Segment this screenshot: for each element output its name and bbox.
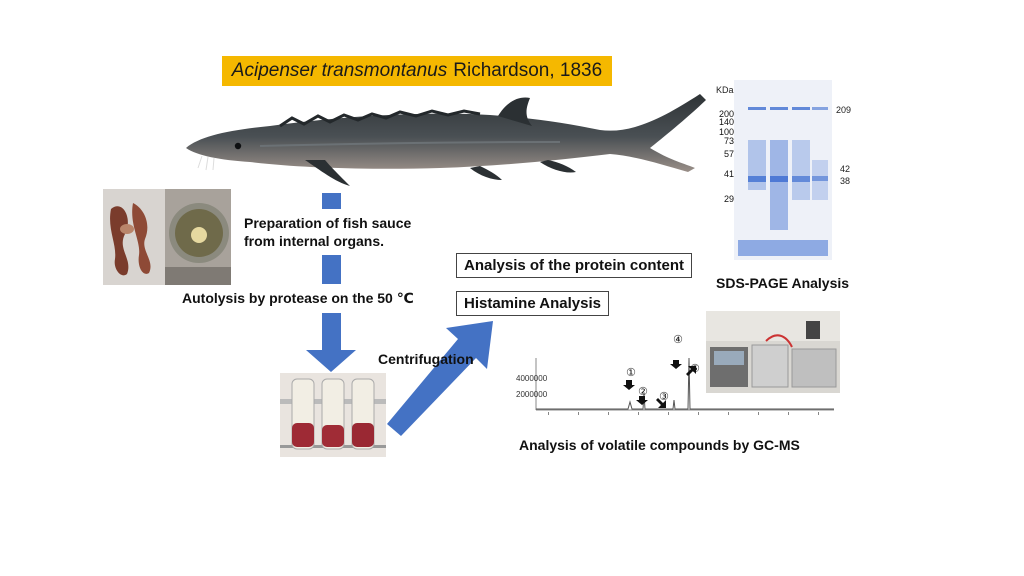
ladder-label: 73 — [723, 136, 734, 146]
preparation-step-text: Preparation of fish sauce from internal … — [244, 214, 411, 250]
species-title-banner: Acipenser transmontanus Richardson, 1836 — [222, 56, 612, 86]
centrifugation-step-text: Centrifugation — [378, 351, 474, 367]
protein-content-box: Analysis of the protein content — [456, 253, 693, 278]
peak-label: ⑤ — [690, 363, 700, 375]
preparation-line-2: from internal organs. — [244, 233, 385, 249]
species-name: Acipenser transmontanus — [231, 60, 448, 81]
gel-band-label: 42 — [840, 164, 851, 174]
sturgeon-fish-image — [186, 94, 706, 186]
gel-band-label: 38 — [840, 176, 851, 186]
chromatogram-y-tick: 4000000 — [516, 374, 548, 383]
gcms-instrument-photo — [706, 311, 840, 393]
centrifuge-tubes-photo — [280, 373, 386, 457]
down-arrow-to-tubes — [306, 313, 356, 372]
sds-page-gel-image — [734, 80, 832, 260]
ladder-label: 200 — [718, 109, 734, 119]
flow-arrow-stem-middle — [322, 255, 341, 284]
gcms-chromatogram — [535, 357, 834, 415]
peak-label: ④ — [673, 334, 683, 346]
ladder-label: 100 — [718, 127, 734, 137]
autolysis-step-text: Autolysis by protease on the 50 ℃ — [182, 290, 414, 306]
histamine-analysis-box: Histamine Analysis — [456, 291, 609, 316]
ladder-label: 57 — [723, 149, 734, 159]
internal-organs-photo — [103, 189, 231, 285]
gel-unit-label: KDa — [716, 85, 734, 95]
ladder-label: 29 — [723, 194, 734, 204]
chromatogram-y-tick: 2000000 — [516, 390, 548, 399]
ladder-label: 41 — [723, 169, 734, 179]
gcms-caption: Analysis of volatile compounds by GC-MS — [519, 437, 800, 453]
peak-label: ① — [626, 367, 636, 379]
species-authority: Richardson, 1836 — [453, 60, 603, 81]
peak-label: ③ — [659, 391, 669, 403]
diagonal-arrow-to-analyses — [387, 321, 493, 436]
peak-label: ② — [638, 386, 648, 398]
gel-band-label: 209 — [836, 105, 852, 115]
ladder-label: 140 — [718, 117, 734, 127]
flow-arrow-stem-top — [322, 193, 341, 209]
sds-page-caption: SDS-PAGE Analysis — [716, 275, 850, 291]
preparation-line-1: Preparation of fish sauce — [244, 215, 412, 231]
